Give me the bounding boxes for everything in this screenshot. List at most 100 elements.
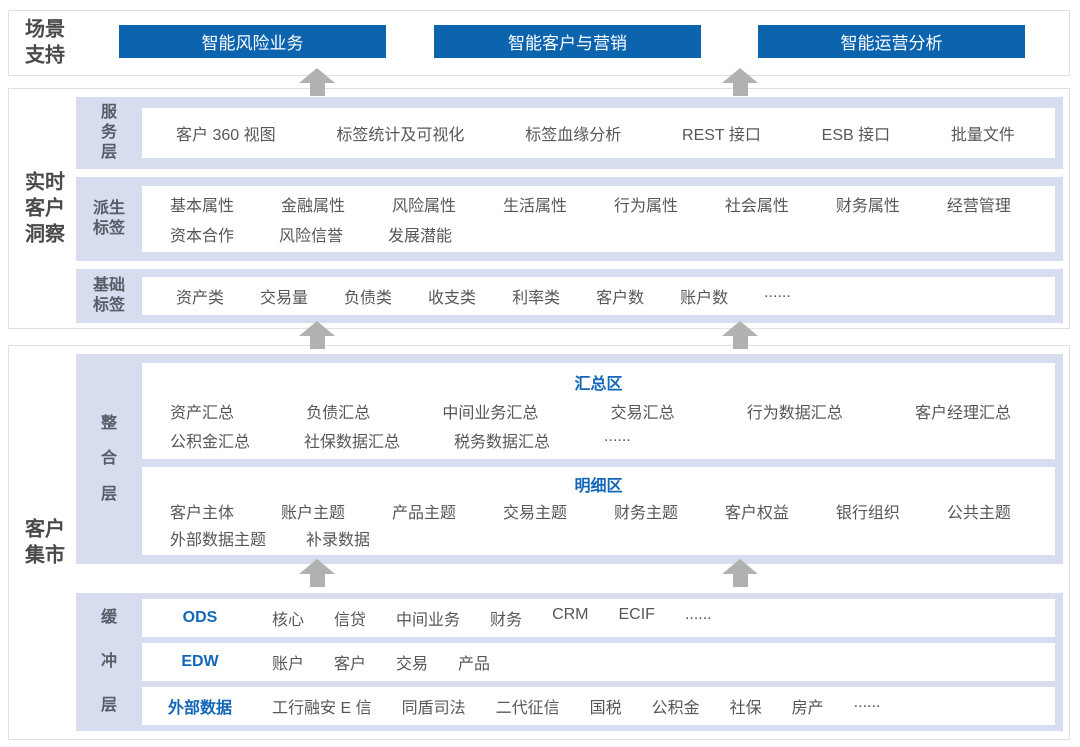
scenario-button-risk[interactable]: 智能风险业务 — [119, 25, 386, 58]
item-label: 风险信誉 — [279, 228, 344, 245]
service-layer-label: 服 务 层 — [100, 104, 117, 161]
item-label: 社会属性 — [724, 198, 789, 215]
item-label: ...... — [764, 284, 791, 301]
integration-layer-label: 整 合 层 — [100, 415, 117, 503]
item-label: 生活属性 — [502, 198, 567, 215]
item-label: 金融属性 — [280, 198, 345, 215]
item-label: 信贷 — [334, 612, 367, 629]
item-label: 标签血缘分析 — [525, 127, 622, 144]
basic-tags-items: 资产类交易量负债类收支类利率类客户数账户数...... — [142, 284, 1055, 308]
item-label: 中间业务汇总 — [442, 405, 539, 422]
detail-zone-box: 明细区 客户主体 账户主题 产品主题 交易主题 财务主题 客户权益 银行组织 公共主题 外部数… — [142, 467, 1055, 555]
item-label: 客户主体 — [170, 505, 235, 522]
edw-items: 账户客户交易产品 — [272, 650, 490, 674]
item-label: 发展潜能 — [388, 228, 453, 245]
item-label: 财务属性 — [835, 198, 900, 215]
item-label: 交易汇总 — [610, 405, 675, 422]
item-label: 外部数据主题 — [170, 532, 267, 549]
edw-row: EDW 账户客户交易产品 — [142, 643, 1055, 681]
item-label: 资产类 — [176, 290, 225, 307]
derived-tags-line2: 资本合作 风险信誉 发展潜能 — [142, 222, 1055, 246]
item-label: 财务主题 — [613, 505, 678, 522]
item-label: 公共主题 — [946, 505, 1011, 522]
item-label: 社保 — [729, 700, 762, 717]
external-data-items: 工行融安 E 信 同盾司法 二代征信 国税 公积金 社保 房产...... — [272, 694, 880, 718]
item-label: 客户 — [334, 656, 367, 673]
item-label: 客户权益 — [724, 505, 789, 522]
scenario-support-panel: 场景 支持 智能风险业务 智能客户与营销 智能运营分析 — [8, 10, 1070, 76]
item-label: 中间业务 — [396, 612, 461, 629]
item-label: 财务 — [490, 612, 523, 629]
item-label: 账户主题 — [280, 505, 345, 522]
item-label: 工行融安 E 信 — [272, 700, 372, 717]
item-label: 同盾司法 — [401, 700, 466, 717]
customer-mart-panel: 客户 集市 整 合 层 汇总区 资产汇总 负债汇总 中间业务汇总 交易汇总 行为数据汇总… — [8, 345, 1070, 740]
external-data-row: 外部数据 工行融安 E 信 同盾司法 二代征信 国税 公积金 社保 房产...... — [142, 687, 1055, 725]
item-label: 行为属性 — [613, 198, 678, 215]
ods-label: ODS — [182, 609, 218, 626]
basic-tags-row: 基础 标签 资产类交易量负债类收支类利率类客户数账户数...... — [76, 269, 1063, 323]
item-label: 经营管理 — [946, 198, 1011, 215]
scenario-support-label: 场景 支持 — [25, 18, 65, 67]
item-label: 负债汇总 — [306, 405, 371, 422]
scenario-button-operations[interactable]: 智能运营分析 — [758, 25, 1025, 58]
derived-tags-box: 基本属性金融属性风险属性生活属性行为属性社会属性财务属性经营管理 资本合作风险信… — [142, 186, 1055, 252]
item-label: 资本合作 — [170, 228, 235, 245]
item-label: 银行组织 — [835, 505, 900, 522]
edw-label: EDW — [181, 653, 219, 670]
item-label: ESB 接口 — [821, 127, 891, 144]
item-label: 收支类 — [428, 290, 477, 307]
item-label: 行为数据汇总 — [746, 405, 843, 422]
item-label: 基本属性 — [170, 198, 235, 215]
item-label: REST 接口 — [682, 127, 761, 144]
item-label: 交易量 — [260, 290, 309, 307]
item-label: 客户 360 视图 — [176, 127, 276, 144]
scenario-button-marketing[interactable]: 智能客户与营销 — [434, 25, 701, 58]
integration-layer-row: 整 合 层 汇总区 资产汇总 负债汇总 中间业务汇总 交易汇总 行为数据汇总 客户经理汇总… — [76, 354, 1063, 564]
item-label: 利率类 — [512, 290, 561, 307]
item-label: 产品主题 — [391, 505, 456, 522]
detail-zone-title: 明细区 — [574, 478, 623, 495]
item-label: 交易 — [396, 656, 429, 673]
item-label: 核心 — [272, 612, 305, 629]
buffer-layer-label: 缓 冲 层 — [100, 609, 117, 714]
item-label: ECIF — [618, 606, 655, 623]
item-label: 负债类 — [344, 290, 393, 307]
realtime-insight-label: 实时 客户 洞察 — [25, 170, 65, 246]
derived-tags-line1: 基本属性金融属性风险属性生活属性行为属性社会属性财务属性经营管理 — [142, 192, 1055, 216]
summary-zone-line2: 公积金汇总社保数据汇总税务数据汇总...... — [142, 428, 1055, 452]
item-label: 房产 — [791, 700, 824, 717]
up-arrow-icon — [299, 559, 335, 587]
detail-zone-line1: 客户主体 账户主题 产品主题 交易主题 财务主题 客户权益 银行组织 公共主题 — [142, 499, 1055, 523]
up-arrow-icon — [722, 559, 758, 587]
item-label: CRM — [552, 606, 589, 623]
item-label: 客户经理汇总 — [914, 405, 1011, 422]
summary-zone-box: 汇总区 资产汇总 负债汇总 中间业务汇总 交易汇总 行为数据汇总 客户经理汇总 公积金汇总… — [142, 363, 1055, 459]
item-label: 账户数 — [680, 290, 729, 307]
item-label: 公积金 — [651, 700, 700, 717]
item-label: ...... — [853, 694, 881, 711]
up-arrow-icon — [299, 321, 335, 349]
item-label: 产品 — [458, 656, 491, 673]
external-data-label: 外部数据 — [167, 700, 232, 717]
item-label: 交易主题 — [502, 505, 567, 522]
customer-mart-label: 客户 集市 — [25, 518, 65, 567]
item-label: ...... — [604, 428, 631, 445]
item-label: 补录数据 — [306, 532, 371, 549]
summary-zone-line1: 资产汇总 负债汇总 中间业务汇总 交易汇总 行为数据汇总 客户经理汇总 — [142, 399, 1055, 423]
item-label: 国税 — [589, 700, 622, 717]
up-arrow-icon — [299, 68, 335, 96]
item-label: 资产汇总 — [170, 405, 235, 422]
item-label: 二代征信 — [495, 700, 560, 717]
item-label: 批量文件 — [950, 127, 1015, 144]
summary-zone-title: 汇总区 — [574, 376, 623, 393]
detail-zone-line2: 外部数据主题 补录数据 — [142, 526, 1055, 550]
